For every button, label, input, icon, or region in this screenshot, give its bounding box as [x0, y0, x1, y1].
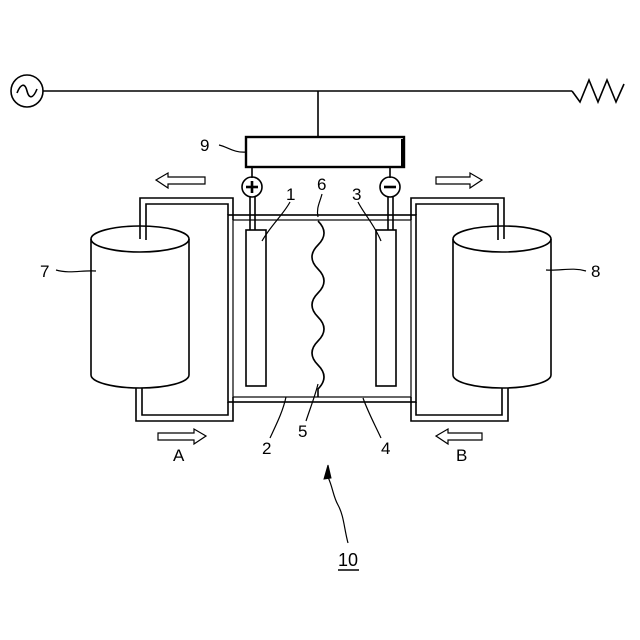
leader-1: [262, 202, 290, 241]
cell-outer-wall: [228, 215, 416, 402]
label-flow-b: B: [456, 446, 467, 465]
leader-9: [219, 145, 246, 152]
leader-2: [270, 397, 286, 438]
label-positive-chamber: 2: [262, 439, 271, 458]
left-outflow-pipe: [140, 198, 233, 240]
right-return-pipe: [411, 388, 508, 421]
leader-6: [317, 194, 322, 217]
leader-10-arrowhead: [324, 465, 331, 479]
arrow-left-icon: [156, 173, 205, 188]
label-negative-electrode: 3: [352, 185, 361, 204]
left-electrolyte-tank: [91, 226, 189, 388]
label-negative-chamber: 4: [381, 439, 390, 458]
negative-terminal-icon: [380, 177, 400, 197]
ac-source-icon: [11, 75, 43, 107]
figure-reference: 10: [338, 550, 358, 570]
arrow-right-icon: [158, 429, 206, 444]
converter-box: [246, 137, 404, 167]
label-right-tank: 8: [591, 262, 600, 281]
leader-8: [546, 269, 586, 271]
leader-7: [56, 270, 96, 272]
arrow-left-icon: [436, 429, 482, 444]
label-membrane: 5: [298, 422, 307, 441]
resistor-icon: [572, 80, 624, 102]
label-converter: 9: [200, 136, 209, 155]
membrane: [312, 221, 324, 397]
label-cell: 6: [317, 175, 326, 194]
positive-electrode: [246, 230, 266, 386]
label-positive-electrode: 1: [286, 185, 295, 204]
label-left-tank: 7: [40, 262, 49, 281]
arrow-right-icon: [436, 173, 482, 188]
positive-terminal-icon: [242, 177, 262, 197]
leader-10: [328, 477, 348, 543]
negative-electrode: [376, 230, 396, 386]
label-flow-a: A: [173, 446, 185, 465]
leader-3: [358, 202, 381, 241]
left-return-pipe: [136, 388, 233, 421]
right-electrolyte-tank: [453, 226, 551, 388]
leader-4: [363, 398, 381, 438]
